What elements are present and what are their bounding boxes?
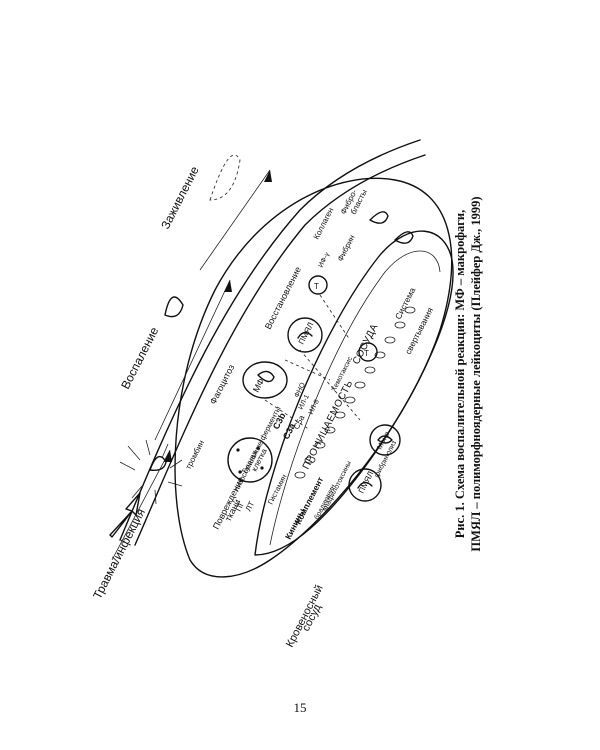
fibrin-chain xyxy=(294,306,416,479)
t-cell-upper xyxy=(308,275,328,295)
il8-label: ИЛ-8 xyxy=(308,399,321,416)
skin-surface-line-inner xyxy=(134,154,426,546)
caption-line-1: Рис. 1. Схема воспалительной реакции: МФ… xyxy=(453,209,467,539)
blood-vessel-lumen xyxy=(269,250,441,546)
tissue-boundary xyxy=(174,177,453,578)
wound-scar xyxy=(149,455,167,472)
permeability-label: ПРОНИЦАЕМОСТЬ xyxy=(301,378,356,471)
signal-paths xyxy=(264,294,361,431)
stage-arrow-2 xyxy=(154,279,232,441)
stage-trauma-label: Травма/инфекция xyxy=(90,506,148,601)
fibrin-label: Фибрин xyxy=(336,233,357,262)
dashed-scab xyxy=(209,154,241,201)
mast-cell xyxy=(227,437,273,483)
pmnl-cell-lower xyxy=(348,468,382,502)
scab-bump xyxy=(164,296,184,318)
page-number: 15 xyxy=(293,700,307,715)
collagen-label: Коллаген xyxy=(312,206,336,241)
fibroblast-cell xyxy=(369,211,389,224)
stage-inflammation-label: Воспаление xyxy=(118,325,161,392)
phagocytosis-label: Фагоцитоз xyxy=(208,363,237,406)
pg-label: ПГ xyxy=(234,499,247,513)
caption-line-2: ПМЯЛ – полиморфноядерные лейкоциты (Плей… xyxy=(469,196,483,552)
trauma-rays xyxy=(119,439,183,505)
trauma-arrow xyxy=(109,492,141,538)
ifn-label: ИФ-γ xyxy=(318,251,332,269)
blood-vessel-wall xyxy=(254,230,454,556)
figure-caption: Рис. 1. Схема воспалительной реакции: МФ… xyxy=(452,164,484,584)
thrombin-label: тромбин xyxy=(184,439,206,471)
restoration-label: Восстановление xyxy=(263,265,303,331)
stage-arrow-1 xyxy=(111,449,172,561)
vessels-label: СОСУДА xyxy=(351,322,381,366)
t-cell-lower xyxy=(358,342,378,362)
t-cell-label-1: Т xyxy=(314,282,319,291)
system-label: Система xyxy=(393,286,418,321)
skin-surface-line-outer xyxy=(119,139,421,541)
blood-vessel-label-1: Кровеносный xyxy=(284,583,326,649)
t-cell-label-2: Т xyxy=(364,349,369,358)
monocyte-cell xyxy=(369,424,401,456)
macrophage-cell xyxy=(242,361,288,399)
lt-label: ЛТ xyxy=(244,500,257,513)
stage-healing-label: Заживление xyxy=(158,164,202,232)
stage-arrow-3 xyxy=(199,169,272,271)
pmnl-label-1: ПМЯЛ xyxy=(297,321,316,346)
fibroblast-cell-2 xyxy=(394,231,414,244)
histamine-label: Гистамин xyxy=(266,473,289,506)
pmnl-cell-upper xyxy=(287,317,323,353)
